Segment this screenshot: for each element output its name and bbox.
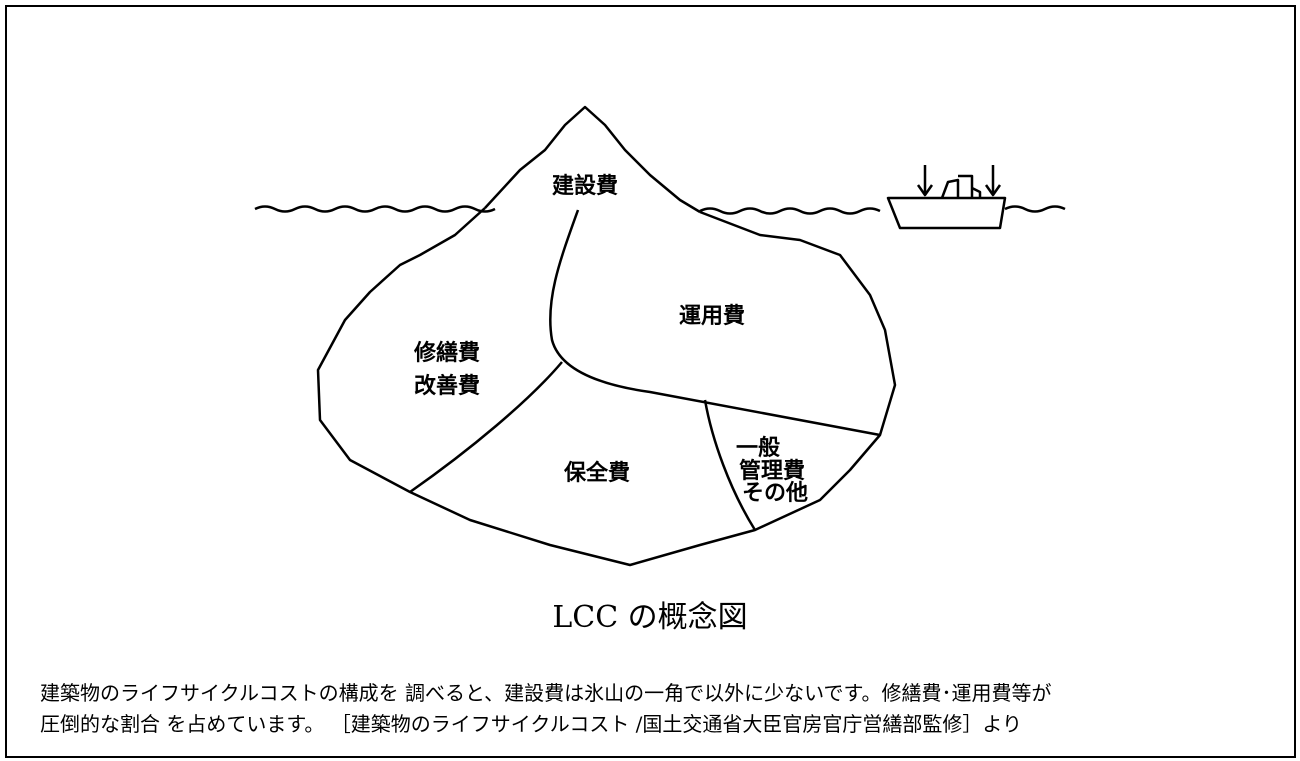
- figure-frame: [5, 5, 1296, 758]
- operation-boundary: [548, 209, 881, 437]
- label-repair: 修繕費: [413, 340, 480, 366]
- iceberg-tip: [484, 105, 701, 214]
- caption-line-1: 建築物のライフサイクルコストの構成を 調べると、建設費は氷山の一角で以外に少ない…: [40, 681, 1052, 705]
- caption-line-2: 圧倒的な割合 を占めています。 ［建築物のライフサイクルコスト /国土交通省大臣…: [40, 712, 1023, 736]
- label-improvement: 改善費: [414, 373, 480, 399]
- label-other: その他: [742, 481, 808, 506]
- iceberg-body: [316, 207, 897, 567]
- label-general: 一般: [736, 435, 780, 461]
- label-maintenance: 保全費: [563, 460, 630, 486]
- label-operation: 運用費: [679, 304, 745, 329]
- repair-boundary: [409, 361, 563, 494]
- diagram-title: LCC の概念図: [552, 600, 748, 635]
- water-line: [254, 205, 1066, 215]
- label-construction: 建設費: [552, 173, 618, 199]
- label-admin: 管理費: [739, 458, 805, 484]
- general-boundary: [703, 399, 757, 531]
- ship-icon: [886, 165, 1007, 230]
